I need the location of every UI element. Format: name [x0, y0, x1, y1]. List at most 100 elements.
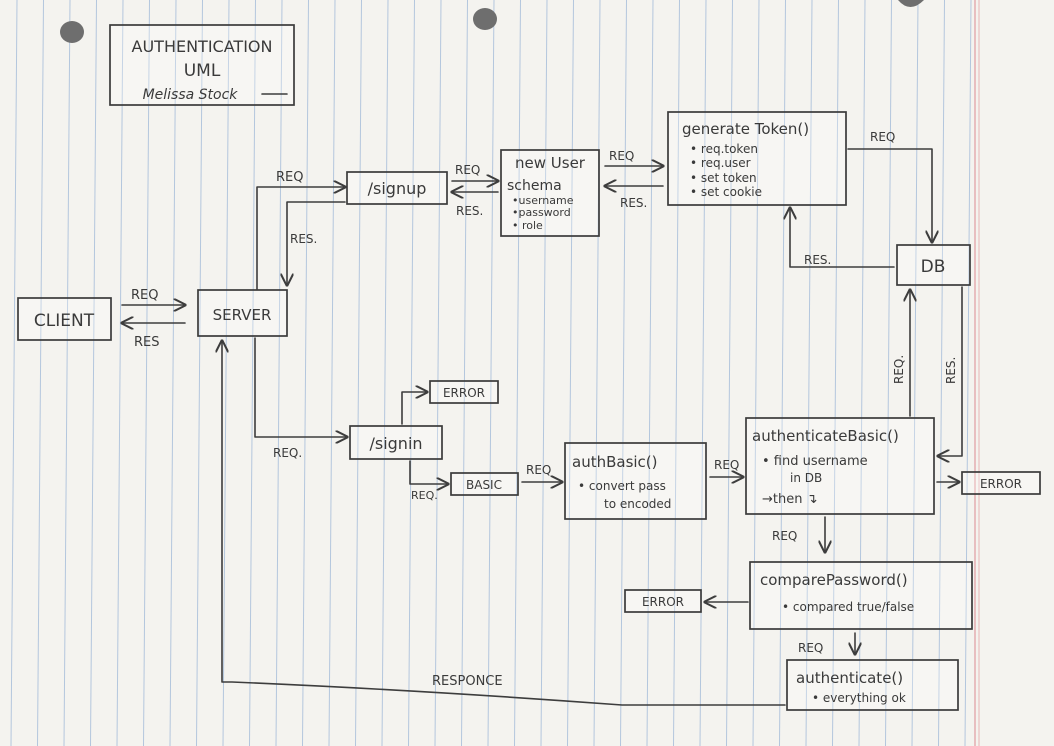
ruled-line — [63, 0, 71, 746]
ruled-line — [196, 0, 203, 746]
ruled-line — [487, 0, 495, 746]
auth-basic-node: authBasic() • convert pass to encoded — [564, 442, 707, 520]
new-user-field: •password — [512, 206, 571, 219]
basic-label: BASIC — [466, 478, 502, 492]
server-node: SERVER — [197, 289, 288, 337]
edge-signin-to-error — [401, 392, 427, 425]
binder-hole-left — [60, 21, 84, 43]
generate-token-item: • req.user — [690, 156, 751, 170]
edge-label-new-user-to-token: REQ — [609, 149, 634, 163]
title-line-1: AUTHENTICATION — [132, 37, 273, 56]
signin-node: /signin — [349, 425, 443, 460]
edge-label-compare-to-authenticate: REQ — [798, 641, 823, 655]
new-user-schema-node: new User schema •username •password • ro… — [500, 149, 600, 237]
ruled-line — [169, 0, 177, 746]
edge-label-signup-to-server: RES. — [290, 232, 317, 246]
ruled-line — [646, 0, 654, 746]
auth-basic-item: to encoded — [604, 497, 671, 511]
ruled-line — [964, 0, 972, 746]
authenticate-node: authenticate() • everything ok — [786, 659, 959, 711]
db-label: DB — [921, 257, 946, 277]
edge-label-signup-to-new-user: REQ — [455, 163, 480, 177]
server-label: SERVER — [213, 306, 272, 324]
auth-basic-heading: authBasic() — [572, 453, 658, 471]
edge-label-db-to-token: RES. — [804, 253, 831, 267]
title-line-2: UML — [184, 61, 221, 81]
ruled-line — [938, 0, 945, 746]
ruled-line — [381, 0, 389, 746]
generate-token-item: • set token — [690, 171, 757, 185]
binder-hole-middle — [473, 8, 497, 30]
edge-label-token-to-db: REQ — [870, 130, 895, 144]
client-node: CLIENT — [17, 297, 112, 341]
ruled-line — [90, 0, 97, 746]
edge-label-new-user-to-signup: RES. — [456, 204, 483, 218]
edge-label-server-to-signin: REQ. — [273, 446, 302, 460]
compare-password-heading: comparePassword() — [760, 571, 908, 589]
edge-server-to-signup — [256, 187, 345, 290]
ruled-line — [540, 0, 548, 746]
compare-password-error-label: ERROR — [642, 595, 684, 609]
ruled-line — [673, 0, 680, 746]
ruled-line — [434, 0, 442, 746]
edge-label-client-to-server: REQ — [131, 288, 158, 303]
db-node: DB — [896, 244, 971, 286]
ruled-line — [10, 0, 18, 746]
authenticate-basic-node: authenticateBasic() • find username in D… — [745, 417, 935, 515]
generate-token-item: • set cookie — [690, 185, 762, 199]
ruled-line — [699, 0, 707, 746]
signup-label: /signup — [368, 179, 427, 198]
signin-label: /signin — [369, 434, 422, 453]
edge-label-signin-to-basic: REQ. — [411, 489, 438, 502]
ruled-line — [752, 0, 760, 746]
ruled-line — [911, 0, 919, 746]
generate-token-item: • req.token — [690, 142, 758, 156]
edge-label-auth-basic-to-authenticate-basic: REQ — [714, 458, 739, 472]
basic-node: BASIC — [450, 472, 519, 496]
edge-label-token-to-new-user: RES. — [620, 196, 647, 210]
client-label: CLIENT — [34, 311, 95, 331]
ruled-lines — [10, 0, 972, 746]
authenticate-basic-item: in DB — [790, 471, 822, 485]
edge-db-to-token — [790, 208, 895, 268]
ruled-line — [805, 0, 813, 746]
ruled-line — [514, 0, 521, 746]
authenticate-item: • everything ok — [812, 691, 906, 705]
ruled-line — [832, 0, 839, 746]
compare-password-item: • compared true/false — [782, 600, 914, 614]
edge-label-db-to-authenticate-basic: RES. — [944, 357, 958, 384]
edge-token-to-db — [847, 148, 932, 242]
ruled-line — [222, 0, 230, 746]
edge-signup-to-server — [287, 201, 346, 285]
title-block: AUTHENTICATION UML Melissa Stock — [109, 24, 295, 106]
new-user-heading: new User — [515, 154, 586, 172]
ruled-line — [885, 0, 892, 746]
ruled-line — [116, 0, 124, 746]
ruled-line — [567, 0, 574, 746]
edge-signin-to-basic — [409, 460, 448, 484]
ruled-line — [275, 0, 283, 746]
new-user-subheading: schema — [507, 178, 562, 194]
compare-password-error-node: ERROR — [624, 589, 702, 613]
signin-error-node: ERROR — [429, 380, 499, 404]
authenticate-basic-error-label: ERROR — [980, 477, 1022, 491]
title-author: Melissa Stock — [143, 87, 239, 103]
ruled-line — [328, 0, 336, 746]
ruled-line — [302, 0, 309, 746]
auth-basic-item: • convert pass — [578, 479, 666, 493]
ruled-line — [726, 0, 733, 746]
authenticate-basic-error-node: ERROR — [961, 471, 1041, 495]
edge-label-authenticate-basic-to-compare: REQ — [772, 529, 797, 543]
signin-error-label: ERROR — [443, 386, 485, 400]
new-user-field: •username — [512, 194, 574, 207]
authenticate-basic-heading: authenticateBasic() — [752, 427, 899, 445]
signup-node: /signup — [346, 171, 448, 205]
generate-token-heading: generate Token() — [682, 120, 809, 138]
edge-label-server-to-signup: REQ — [276, 170, 303, 185]
authenticate-basic-item: →then ↴ — [762, 492, 818, 507]
ruled-line — [249, 0, 256, 746]
edge-label-basic-to-auth-basic: REQ — [526, 463, 551, 477]
ruled-line — [461, 0, 468, 746]
compare-password-node: comparePassword() • compared true/false — [749, 561, 973, 630]
